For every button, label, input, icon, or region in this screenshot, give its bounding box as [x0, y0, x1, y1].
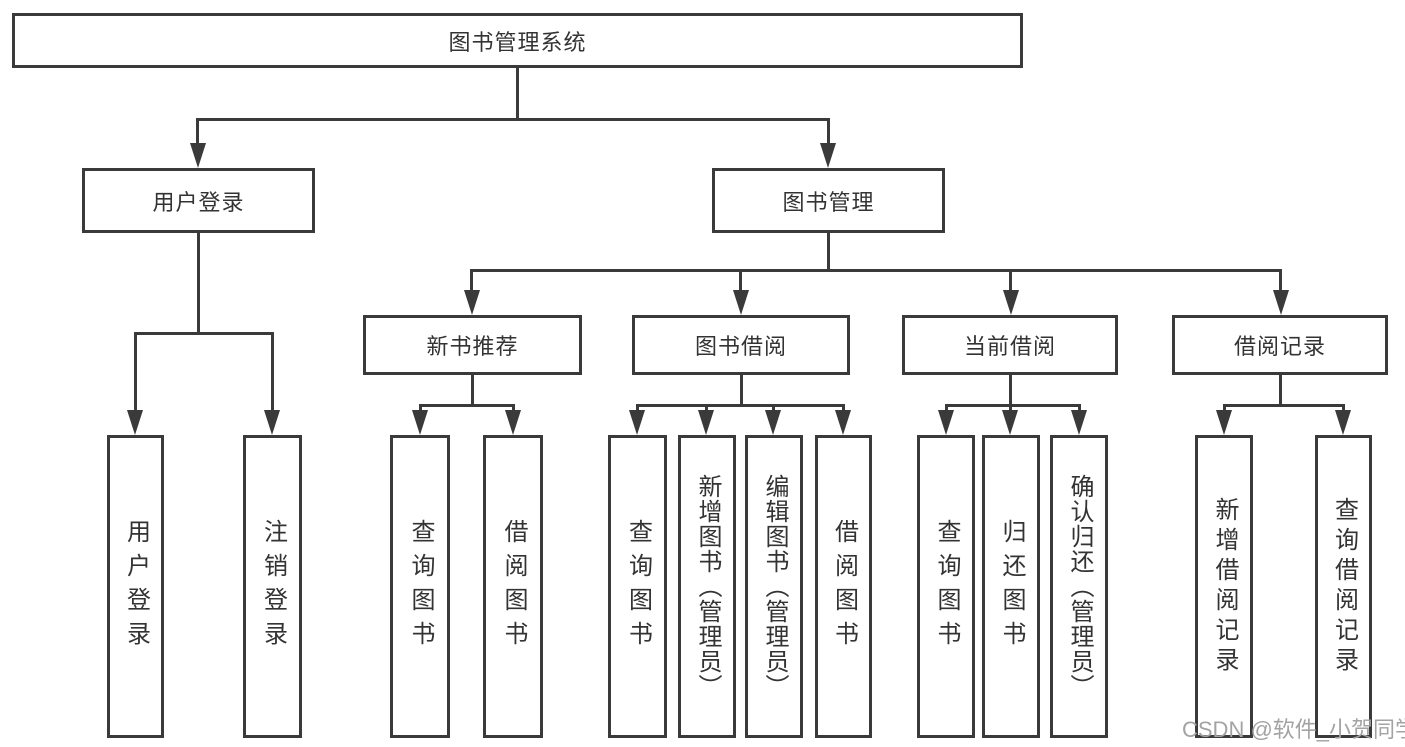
node-label: 借阅记录	[1233, 334, 1326, 359]
node-book-management: 图书管理	[712, 168, 945, 233]
connector-line	[636, 404, 639, 412]
connector-line	[1078, 404, 1081, 412]
arrow-down-icon	[820, 143, 836, 168]
connector-line	[827, 233, 830, 272]
connector-line	[739, 269, 742, 292]
leaf-confirm-return-admin: 确认归还（管理员）	[1050, 435, 1108, 738]
connector-line	[197, 233, 200, 335]
node-label: 归还图书	[998, 518, 1025, 655]
leaf-logout: 注销登录	[243, 435, 302, 738]
node-label: 新书推荐	[426, 334, 519, 359]
connector-line	[1223, 404, 1345, 407]
arrow-down-icon	[835, 410, 851, 435]
leaf-add-book-admin: 新增图书（管理员）	[678, 435, 736, 738]
connector-line	[470, 269, 1282, 272]
arrow-down-icon	[1003, 290, 1019, 315]
leaf-edit-book-admin: 编辑图书（管理员）	[745, 435, 803, 738]
leaf-borrow-books-recommend: 借阅图书	[483, 435, 543, 738]
arrow-down-icon	[938, 410, 954, 435]
connector-line	[271, 332, 274, 412]
connector-line	[471, 375, 474, 407]
node-borrowing-records: 借阅记录	[1172, 315, 1388, 375]
connector-line	[842, 404, 845, 412]
arrow-down-icon	[1335, 410, 1351, 435]
leaf-query-books-borrowing: 查询图书	[608, 435, 667, 738]
arrow-down-icon	[264, 410, 280, 435]
arrow-down-icon	[505, 410, 521, 435]
connector-line	[470, 269, 473, 292]
connector-line	[945, 404, 1081, 407]
connector-line	[772, 404, 775, 412]
connector-line	[134, 332, 137, 412]
leaf-query-books-current: 查询图书	[917, 435, 975, 738]
connector-line	[419, 404, 422, 412]
connector-line	[1223, 404, 1226, 412]
arrow-down-icon	[733, 290, 749, 315]
leaf-borrow-books-borrowing: 借阅图书	[815, 435, 872, 738]
arrow-down-icon	[1071, 410, 1087, 435]
node-label: 图书管理	[782, 189, 875, 215]
node-label: 查询图书	[933, 518, 960, 655]
node-user-login: 用户登录	[82, 168, 315, 233]
connector-line	[705, 404, 708, 412]
connector-line	[1279, 269, 1282, 292]
csdn-watermark: CSDN @软件_小贺同学	[1182, 717, 1405, 742]
arrow-down-icon	[1002, 410, 1018, 435]
leaf-query-books-recommend: 查询图书	[390, 435, 450, 738]
connector-line	[1009, 269, 1012, 292]
node-label: 注销登录	[259, 518, 287, 655]
arrow-down-icon	[1273, 290, 1289, 315]
arrow-down-icon	[698, 410, 714, 435]
arrow-down-icon	[127, 410, 143, 435]
connector-line	[1009, 404, 1012, 412]
connector-line	[1009, 375, 1012, 407]
leaf-query-borrow-record: 查询借阅记录	[1315, 435, 1372, 738]
node-label: 新增图书（管理员）	[694, 474, 721, 699]
connector-line	[636, 404, 845, 407]
connector-line	[516, 68, 519, 120]
node-label: 用户登录	[152, 189, 245, 215]
connector-line	[945, 404, 948, 412]
node-label: 图书借阅	[694, 334, 787, 359]
arrow-down-icon	[765, 410, 781, 435]
node-book-borrowing: 图书借阅	[632, 315, 850, 375]
node-label: 查询图书	[624, 518, 652, 655]
node-label: 确认归还（管理员）	[1066, 474, 1093, 699]
node-root: 图书管理系统	[12, 13, 1023, 68]
connector-line	[419, 404, 515, 407]
connector-line	[827, 118, 830, 145]
arrow-down-icon	[629, 410, 645, 435]
node-label: 借阅图书	[500, 518, 527, 655]
node-label: 查询图书	[407, 518, 434, 655]
node-label: 查询借阅记录	[1330, 496, 1358, 677]
node-label: 编辑图书（管理员）	[761, 474, 788, 699]
connector-line	[1342, 404, 1345, 412]
node-label: 当前借阅	[963, 334, 1056, 359]
arrow-down-icon	[412, 410, 428, 435]
arrow-down-icon	[464, 290, 480, 315]
connector-line	[196, 118, 199, 145]
leaf-user-login: 用户登录	[107, 435, 164, 738]
connector-line	[740, 375, 743, 407]
connector-line	[512, 404, 515, 412]
node-label: 图书管理系统	[448, 29, 587, 55]
node-label: 新增借阅记录	[1211, 496, 1238, 677]
node-label: 用户登录	[122, 518, 150, 655]
arrow-down-icon	[1216, 410, 1232, 435]
node-label: 借阅图书	[830, 518, 858, 655]
leaf-add-borrow-record: 新增借阅记录	[1195, 435, 1253, 738]
leaf-return-book: 归还图书	[982, 435, 1040, 738]
arrow-down-icon	[190, 143, 206, 168]
connector-line	[1279, 375, 1282, 407]
node-new-book-recommend: 新书推荐	[363, 315, 582, 375]
node-current-borrowing: 当前借阅	[902, 315, 1118, 375]
connector-line	[196, 118, 830, 121]
connector-line	[134, 332, 274, 335]
